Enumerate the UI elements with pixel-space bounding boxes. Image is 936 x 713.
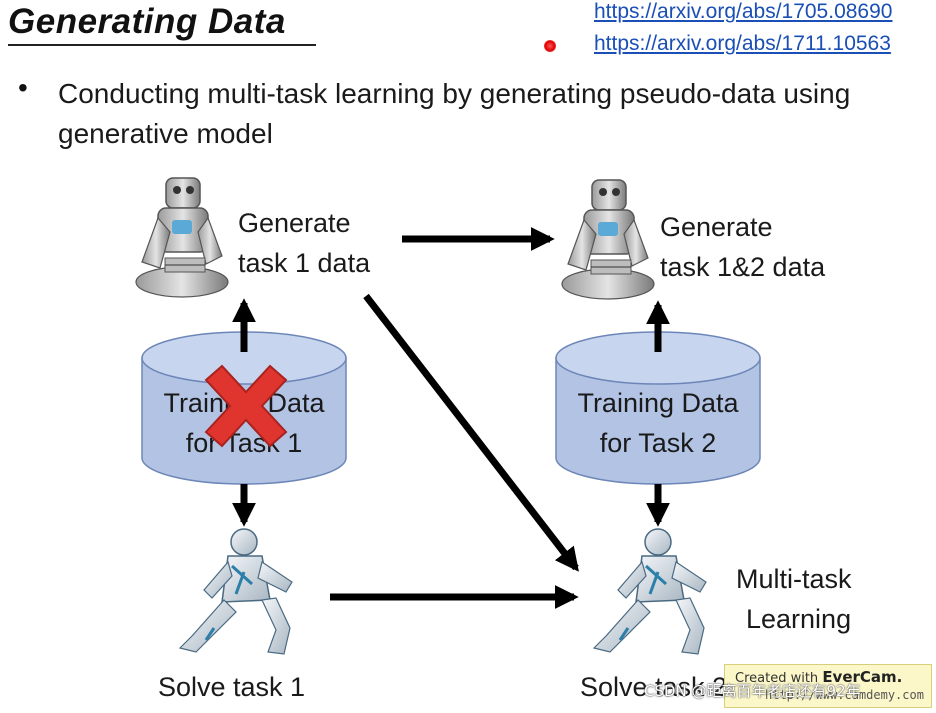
solver-right-label: Solve task 2: [580, 672, 728, 702]
solver-left-label: Solve task 1: [158, 672, 306, 702]
arxiv-link-2[interactable]: https://arxiv.org/abs/1711.10563: [594, 32, 891, 55]
data-right-label-line2: for Task 2: [599, 428, 717, 458]
generator-left-label-line2: task 1 data: [238, 248, 371, 278]
bullet-icon: •: [18, 72, 28, 103]
arxiv-link-1[interactable]: https://arxiv.org/abs/1705.08690: [594, 0, 893, 23]
evercam-watermark: Created with EverCam. http://www.camdemy…: [724, 664, 932, 708]
solver-robot-left-icon: [178, 528, 293, 655]
arrow-generator1-to-multitask: [363, 293, 579, 572]
generator-left-label-line1: Generate: [238, 208, 351, 238]
csdn-watermark: CSDN @距离百年老店还有92年: [644, 682, 861, 700]
title-underline: [8, 44, 316, 46]
generator-robot-right-icon: [561, 179, 655, 300]
solver-robot-right-icon: [592, 528, 707, 655]
watermark-url: http://www.camdemy.com: [765, 688, 924, 702]
generator-right-label-line2: task 1&2 data: [660, 252, 826, 282]
multitask-label-line1: Multi-task: [736, 564, 852, 594]
generator-right-label-line1: Generate: [660, 212, 773, 242]
slide-title: Generating Data: [8, 2, 286, 41]
laser-pointer-dot: [544, 40, 556, 52]
multitask-label-line2: Learning: [746, 604, 852, 634]
bullet-text: Conducting multi-task learning by genera…: [58, 78, 851, 149]
data-right-label-line1: Training Data: [577, 388, 739, 418]
training-data-task2-cylinder: [555, 331, 761, 485]
watermark-prefix: Created with: [735, 671, 819, 686]
generator-robot-left-icon: [135, 177, 229, 298]
watermark-brand: EverCam.: [822, 668, 903, 686]
